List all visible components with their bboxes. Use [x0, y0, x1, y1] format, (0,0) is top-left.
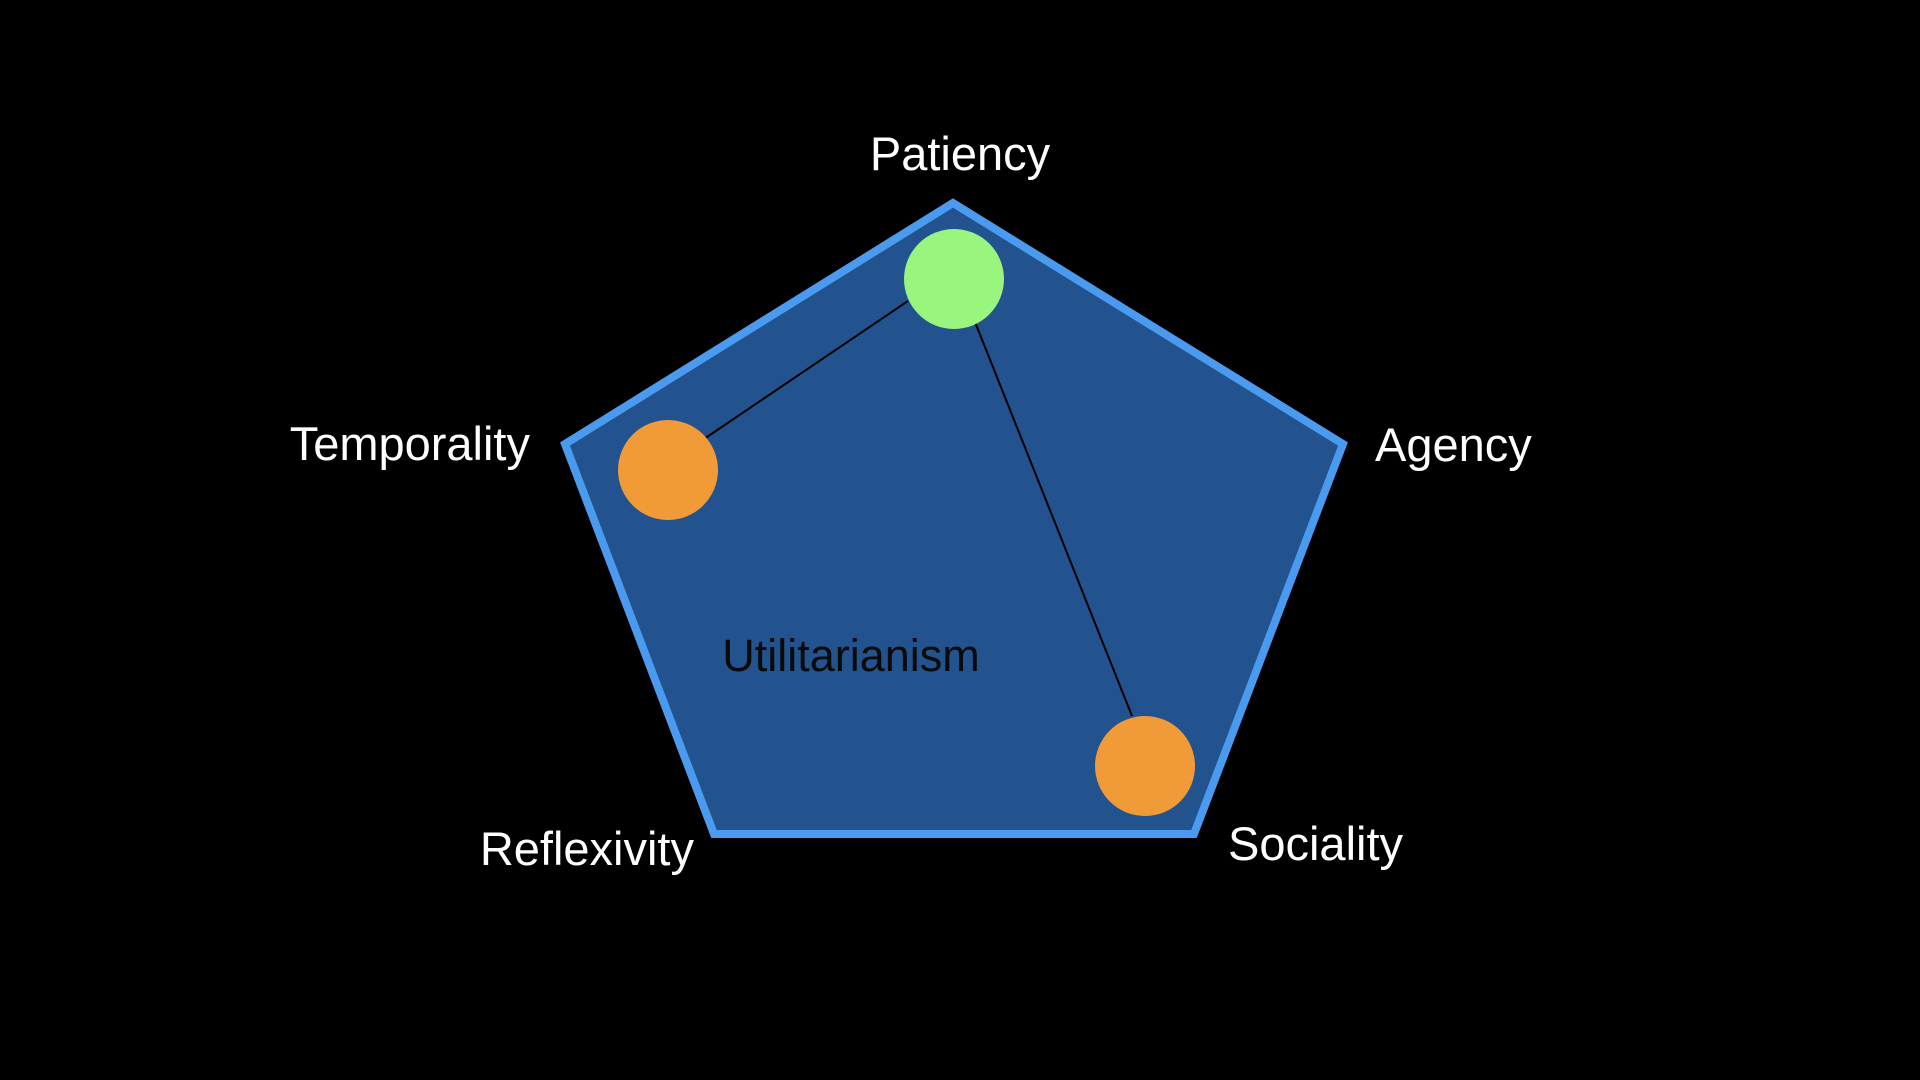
label-agency: Agency: [1375, 418, 1532, 471]
label-patiency: Patiency: [870, 127, 1051, 180]
connector-patiency-temporality: [703, 300, 909, 440]
pentagon-shape: [560, 198, 1348, 838]
label-temporality: Temporality: [290, 417, 531, 470]
label-sociality: Sociality: [1228, 817, 1404, 870]
node-temporality: [618, 420, 718, 520]
connector-patiency-sociality: [974, 321, 1133, 717]
label-utilitarianism: Utilitarianism: [722, 630, 980, 681]
label-reflexivity: Reflexivity: [480, 822, 695, 875]
node-patiency: [904, 229, 1004, 329]
node-sociality: [1095, 716, 1195, 816]
